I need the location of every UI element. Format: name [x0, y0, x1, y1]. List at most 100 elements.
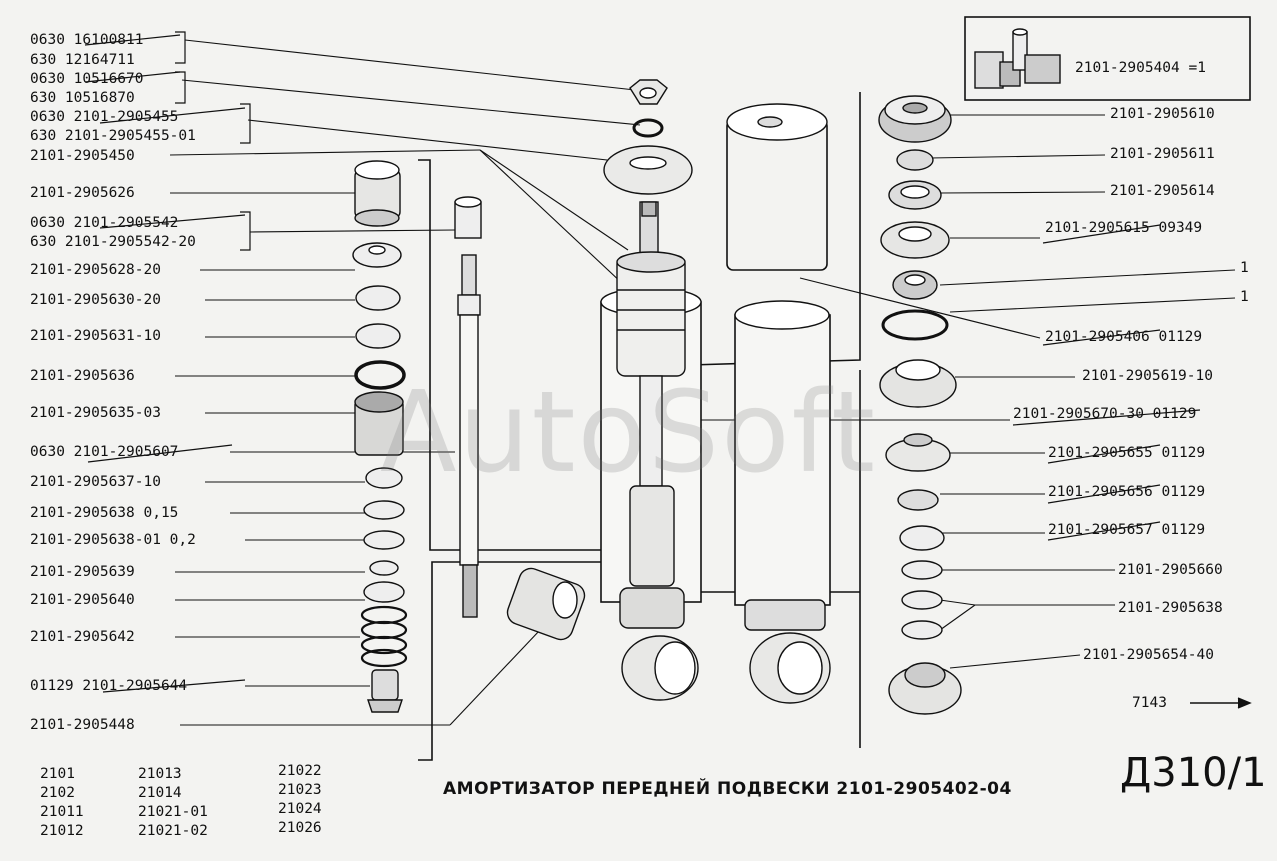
- label-right-1: 2101-2905610: [1110, 106, 1215, 122]
- spring-washer: [632, 118, 664, 138]
- part-610: [878, 95, 952, 143]
- label-right-8: 2101-2905619-10: [1082, 368, 1213, 384]
- leader-lines-right: [690, 114, 1236, 669]
- label-left-16: 0630 2101-2905607: [30, 444, 179, 460]
- part-657: [899, 525, 945, 551]
- dust-cover: [726, 103, 828, 271]
- label-left-2: 630 12164711: [30, 52, 135, 68]
- label-left-17: 2101-2905637-10: [30, 474, 161, 490]
- label-left-13: 2101-2905631-10: [30, 328, 161, 344]
- model: 21026: [278, 820, 322, 836]
- snap-ring: [354, 360, 406, 390]
- label-right-10: 2101-2905655 01129: [1048, 445, 1206, 461]
- label-right-12: 2101-2905657 01129: [1048, 522, 1206, 538]
- label-left-1: 0630 16100811: [30, 32, 144, 48]
- pen-marks: [84, 34, 1201, 693]
- label-right-14: 2101-2905638: [1118, 600, 1223, 616]
- label-right-6: 1: [1240, 289, 1249, 305]
- label-right-2: 2101-2905611: [1110, 146, 1215, 162]
- models-column-2: 21013 21014 21021-01 21021-02: [138, 765, 208, 841]
- cup-washer: [603, 145, 693, 195]
- label-left-22: 2101-2905642: [30, 629, 135, 645]
- next-page-number: 7143: [1132, 695, 1167, 711]
- label-right-9: 2101-2905670-30 01129: [1013, 406, 1197, 422]
- nut-644: [367, 669, 403, 713]
- kit-label: 2101-2905404 =1: [1075, 60, 1206, 76]
- part-654: [888, 662, 962, 715]
- part-614: [888, 180, 942, 210]
- model: 21022: [278, 763, 322, 779]
- label-left-10: 630 2101-2905542-20: [30, 234, 196, 250]
- next-page-arrow: [1190, 697, 1252, 709]
- part-655: [885, 433, 951, 472]
- label-left-23: 01129 2101-2905644: [30, 678, 188, 694]
- label-right-5: 1: [1240, 260, 1249, 276]
- label-left-7: 2101-2905450: [30, 148, 135, 164]
- washer-637: [365, 467, 403, 489]
- model: 21013: [138, 766, 182, 782]
- guide-sleeve: [454, 196, 482, 239]
- shock-eye: [621, 635, 699, 701]
- spring-642: [360, 605, 408, 668]
- silent-block: [506, 567, 586, 641]
- piston-rod: [457, 254, 481, 618]
- label-right-15: 2101-2905654-40: [1083, 647, 1214, 663]
- label-brackets: [175, 31, 251, 251]
- sheet-code: Д310/1: [1120, 750, 1267, 796]
- label-right-13: 2101-2905660: [1118, 562, 1223, 578]
- valve-plate: [355, 323, 401, 349]
- part-656: [897, 489, 939, 511]
- washer-638: [363, 500, 405, 520]
- outer-tube: [734, 300, 831, 704]
- label-right-4: 2101-2905615 09349: [1045, 220, 1203, 236]
- label-left-4: 630 10516870: [30, 90, 135, 106]
- label-left-20: 2101-2905639: [30, 564, 135, 580]
- part-611: [896, 149, 934, 171]
- valve-body: [354, 391, 404, 456]
- o-ring-406: [881, 309, 949, 341]
- shock-reservoir: [600, 251, 702, 629]
- label-right-3: 2101-2905614: [1110, 183, 1215, 199]
- part-seal: [892, 270, 938, 300]
- label-left-18: 2101-2905638 0,15: [30, 505, 179, 521]
- part-615: [880, 221, 950, 259]
- label-right-11: 2101-2905656 01129: [1048, 484, 1206, 500]
- diagram-title: АМОРТИЗАТОР ПЕРЕДНЕЙ ПОДВЕСКИ 2101-29054…: [443, 779, 1012, 799]
- washer-628: [352, 242, 402, 268]
- model: 21024: [278, 801, 322, 817]
- label-left-12: 2101-2905630-20: [30, 292, 161, 308]
- label-left-19: 2101-2905638-01 0,2: [30, 532, 196, 548]
- model: 2101: [40, 766, 75, 782]
- washer-638-01: [363, 530, 405, 550]
- part-638-b: [901, 620, 943, 640]
- leader-lines-left: [169, 39, 641, 726]
- watermark: AutoSoft: [380, 368, 878, 498]
- model: 21014: [138, 785, 182, 801]
- label-left-15: 2101-2905635-03: [30, 405, 161, 421]
- model: 21012: [40, 823, 84, 839]
- bushing-cylinder: [354, 160, 401, 227]
- label-left-8: 2101-2905626: [30, 185, 135, 201]
- models-column-3: 21022 21023 21024 21026: [278, 762, 322, 838]
- kit-box: [964, 16, 1251, 101]
- washer-640: [363, 581, 405, 603]
- label-left-6: 630 2101-2905455-01: [30, 128, 196, 144]
- top-nut: [629, 79, 668, 105]
- part-619: [879, 359, 957, 408]
- model: 2102: [40, 785, 75, 801]
- label-left-11: 2101-2905628-20: [30, 262, 161, 278]
- label-left-21: 2101-2905640: [30, 592, 135, 608]
- models-column-1: 2101 2102 21011 21012: [40, 765, 84, 841]
- model: 21021-02: [138, 823, 208, 839]
- label-right-7: 2101-2905406 01129: [1045, 329, 1203, 345]
- model: 21021-01: [138, 804, 208, 820]
- label-left-24: 2101-2905448: [30, 717, 135, 733]
- part-638-a: [901, 590, 943, 610]
- star-washer: [355, 285, 401, 311]
- label-left-3: 0630 10516670: [30, 71, 144, 87]
- model: 21023: [278, 782, 322, 798]
- label-left-5: 0630 2101-2905455: [30, 109, 179, 125]
- part-660: [901, 560, 943, 580]
